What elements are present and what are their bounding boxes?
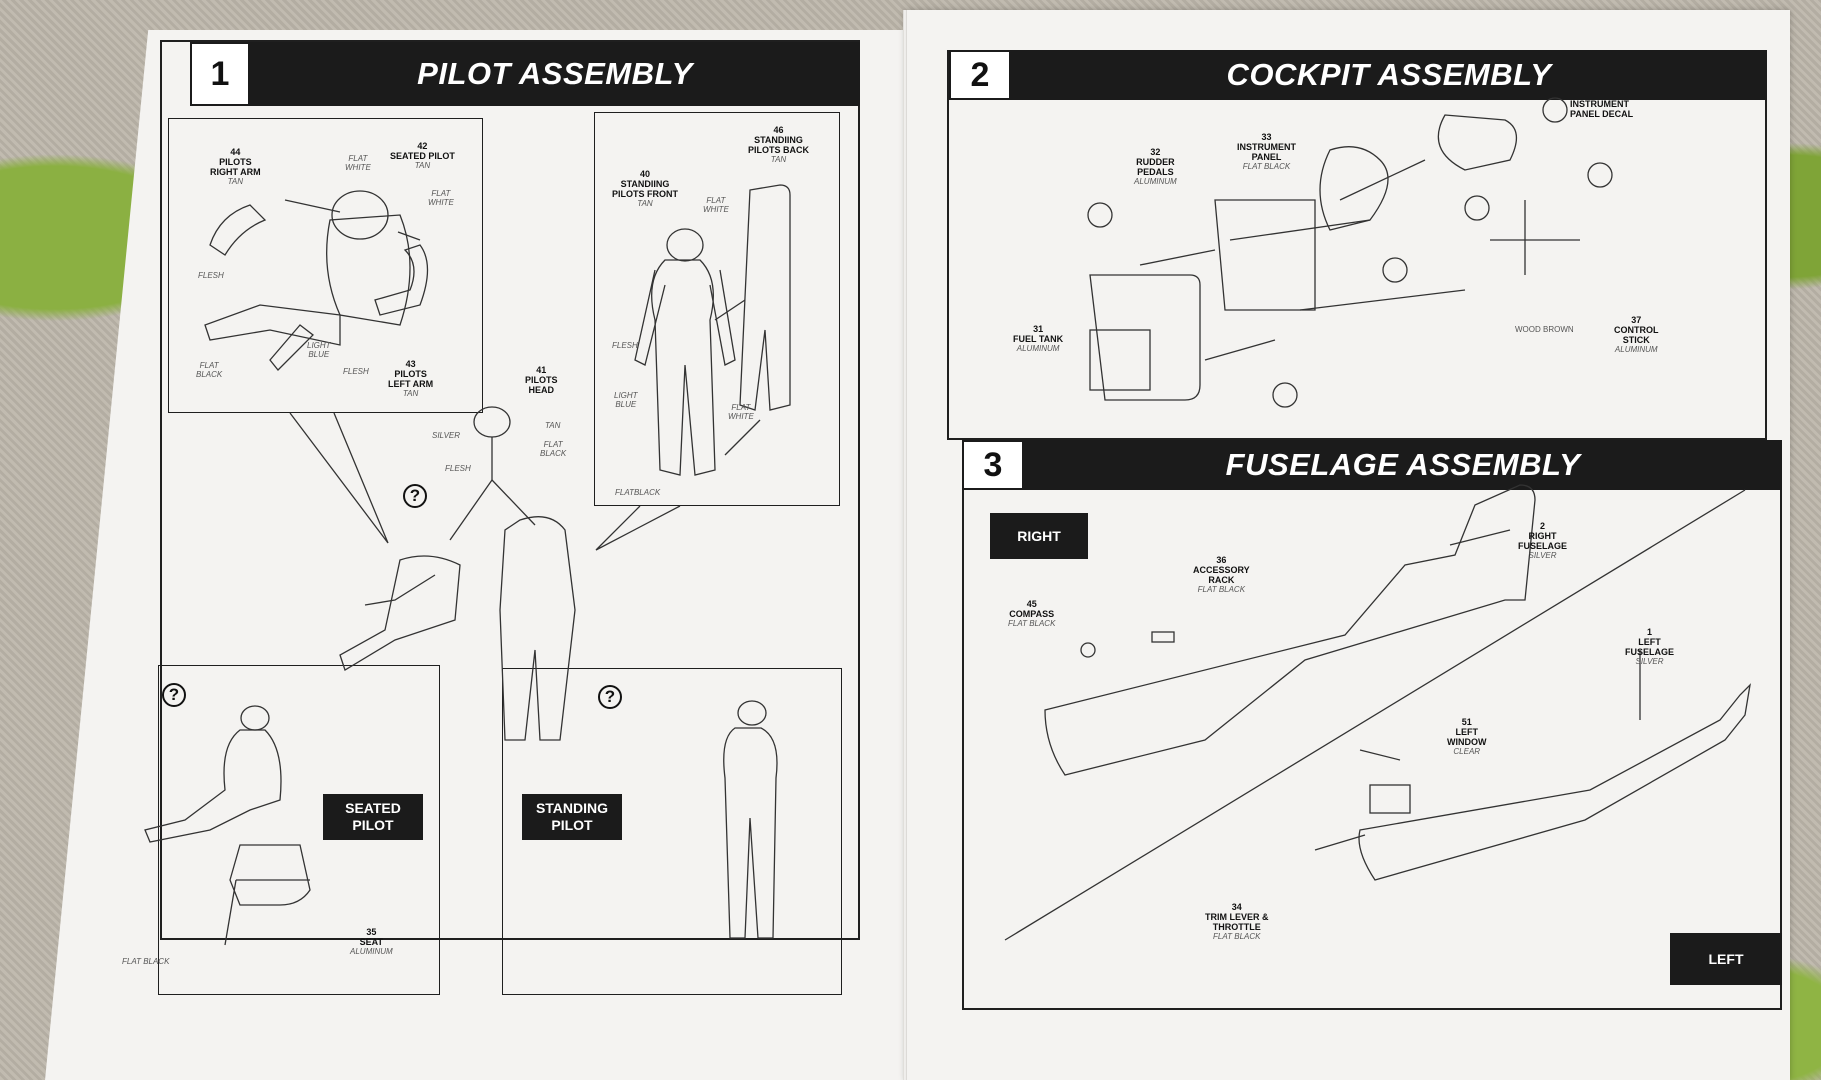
paint-callout-flesh: FLESH	[198, 271, 224, 280]
step-3-header: 3 FUSELAGE ASSEMBLY	[962, 440, 1782, 490]
preview-pilots-drawing	[144, 700, 778, 946]
fuselage-assembly-drawing	[1004, 484, 1751, 941]
question-icon: ?	[598, 685, 622, 709]
standing-pilot-parts-drawing	[634, 184, 791, 476]
part-label-standing-front: 40 STANDIING PILOTS FRONT TAN	[612, 168, 678, 208]
instruction-sheet-left	[45, 30, 905, 1080]
paint-callout-light-blue: LIGHT BLUE	[614, 391, 638, 409]
part-label-left-fuselage: 1 LEFT FUSELAGE SILVER	[1625, 626, 1675, 666]
part-label-control-stick: 37 CONTROL STICK ALUMINUM	[1614, 314, 1659, 354]
question-icon: ?	[162, 683, 186, 707]
step-number: 2	[949, 50, 1011, 100]
step-number: 1	[190, 42, 250, 106]
paint-callout-flat-white: FLAT WHITE	[345, 154, 371, 172]
step-2-header: 2 COCKPIT ASSEMBLY	[949, 50, 1767, 100]
part-label-fuel-tank: 31 FUEL TANK ALUMINUM	[1013, 323, 1064, 353]
step-title: PILOT ASSEMBLY	[417, 56, 693, 91]
paint-callout-flesh: FLESH	[343, 367, 369, 376]
bubble-tail-right	[595, 505, 681, 551]
paint-callout-silver: SILVER	[432, 431, 461, 440]
paint-callout-flat-white: FLAT WHITE	[428, 189, 454, 207]
paint-callout-flat-black: FLAT BLACK	[540, 440, 567, 458]
step-title: FUSELAGE ASSEMBLY	[1225, 447, 1581, 482]
standing-pilot-preview-box	[502, 668, 842, 995]
left-side-badge: LEFT	[1670, 933, 1782, 985]
seated-pilot-detail-box	[168, 118, 483, 413]
part-label-left-arm: 43 PILOTS LEFT ARM TAN	[388, 358, 434, 398]
part-label-accessory-rack: 36 ACCESSORY RACK FLAT BLACK	[1193, 554, 1250, 594]
bubble-tail-left	[289, 412, 389, 544]
part-label-trim-lever: 34 TRIM LEVER & THROTTLE FLAT BLACK	[1205, 901, 1269, 941]
paint-callout-light-blue: LIGHT BLUE	[307, 341, 331, 359]
part-label-head: 41 PILOTS HEAD	[525, 364, 558, 395]
paint-callout-tan: TAN	[545, 421, 561, 430]
standing-pilot-detail-box	[594, 112, 840, 506]
part-label-standing-back: 46 STANDIING PILOTS BACK TAN	[748, 124, 810, 164]
seated-pilot-badge: SEATED PILOT	[323, 794, 423, 840]
right-side-badge: RIGHT	[990, 513, 1088, 559]
part-label-rudder-pedals: 32 RUDDER PEDALS ALUMINUM	[1134, 146, 1177, 186]
cockpit-assembly-drawing	[1087, 97, 1613, 408]
step-title: COCKPIT ASSEMBLY	[1226, 57, 1552, 92]
part-label-instrument-panel: 33 INSTRUMENT PANEL FLAT BLACK	[1237, 131, 1296, 171]
instrument-panel-decal-label: INSTRUMENT PANEL DECAL	[1570, 99, 1634, 119]
seated-pilot-parts-drawing	[204, 190, 429, 371]
part-label-seat: 35 SEAT ALUMINUM	[350, 926, 393, 956]
standing-pilot-badge: STANDING PILOT	[522, 794, 622, 840]
part-label-seated-pilot: 42 SEATED PILOT TAN	[390, 140, 455, 170]
paint-callout-wood-brown: WOOD BROWN	[1515, 325, 1574, 334]
paint-callout-flat-black: FLAT BLACK	[196, 361, 223, 379]
seated-pilot-preview-box	[158, 665, 440, 995]
paint-callout-flesh: FLESH	[445, 464, 471, 473]
paint-callout-flat-white: FLAT WHITE	[728, 403, 754, 421]
paint-callout-flat-black: FLAT BLACK	[122, 957, 170, 966]
paint-callout-flat-white: FLAT WHITE	[703, 196, 729, 214]
question-icon: ?	[403, 484, 427, 508]
paint-callout-flatblack: FLATBLACK	[615, 488, 661, 497]
step-1-frame	[160, 40, 860, 940]
step-number: 3	[962, 440, 1024, 490]
step-1-header: 1 PILOT ASSEMBLY	[190, 42, 860, 106]
part-label-right-fuselage: 2 RIGHT FUSELAGE SILVER	[1518, 520, 1568, 560]
page-fold	[903, 10, 907, 1080]
part-label-compass: 45 COMPASS FLAT BLACK	[1008, 598, 1056, 628]
part-label-right-arm: 44 PILOTS RIGHT ARM TAN	[210, 146, 261, 186]
paint-callout-flesh: FLESH	[612, 341, 638, 350]
part-label-left-window: 51 LEFT WINDOW CLEAR	[1447, 716, 1487, 756]
assembled-pilots-drawing	[339, 406, 576, 741]
